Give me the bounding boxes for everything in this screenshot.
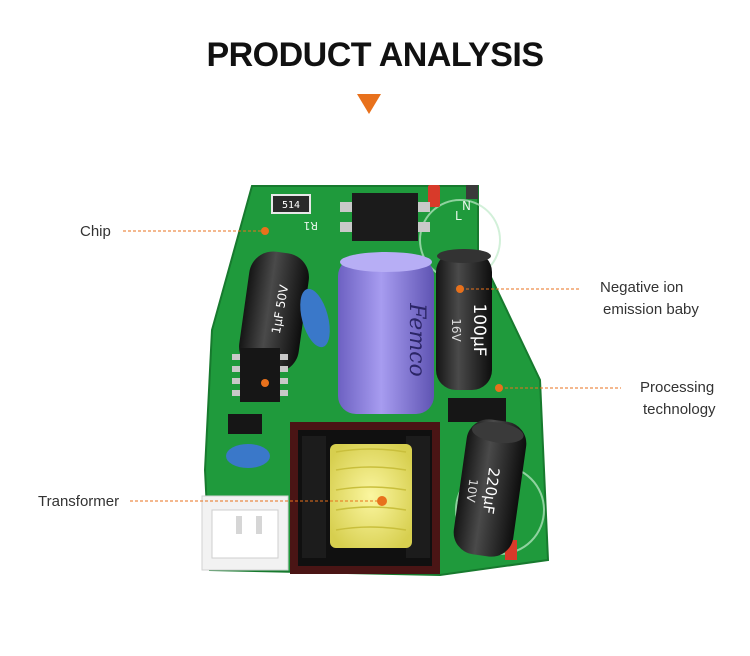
capacitor-femco: Femco	[338, 252, 434, 414]
capacitor-1uf: 1µF 50V	[239, 251, 309, 373]
svg-text:N: N	[462, 199, 471, 213]
resistor-ref: R1	[303, 219, 318, 232]
svg-text:100µF: 100µF	[469, 303, 489, 356]
processing-callout-dot	[495, 384, 503, 392]
down-arrow-icon	[357, 94, 381, 114]
capacitor-220uf: 220µF 10V	[453, 419, 527, 557]
transformer-callout-dot	[377, 496, 387, 506]
negative-ion-label: Negative ion emission baby	[600, 279, 699, 318]
page-title: PRODUCT ANALYSIS	[206, 36, 544, 74]
svg-text:L: L	[455, 209, 462, 223]
connector	[201, 495, 289, 571]
svg-text:10V: 10V	[463, 478, 480, 504]
rectifier	[352, 193, 418, 241]
ic-chip	[240, 348, 280, 402]
chip-label: Chip	[80, 223, 111, 240]
resistor-code: 514	[282, 200, 300, 211]
processing-label: Processing technology	[640, 379, 716, 418]
resistor-514	[271, 194, 311, 214]
svg-text:Femco: Femco	[404, 302, 429, 377]
svg-text:16V: 16V	[449, 318, 463, 342]
transformer-label: Transformer	[38, 493, 120, 510]
chip-callout-dot	[261, 227, 269, 235]
capacitor-100uf: 100µF 16V	[436, 249, 492, 390]
neg-ion-callout-dot	[456, 285, 464, 293]
transformer	[290, 422, 440, 574]
